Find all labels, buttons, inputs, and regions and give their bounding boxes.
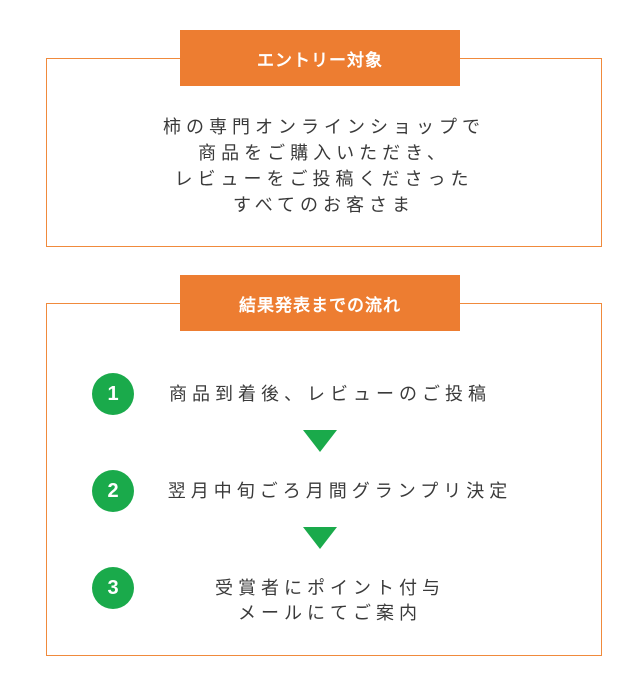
entry-line: 商品をご購入いただき、	[198, 143, 450, 164]
step-2-number: 2	[92, 470, 134, 512]
step-line: 受賞者にポイント付与	[215, 578, 445, 599]
entry-line: レビューをご投稿くださった	[174, 169, 474, 190]
down-arrow-icon	[303, 430, 337, 452]
step-line: メールにてご案内	[238, 603, 422, 624]
step-3-number: 3	[92, 567, 134, 609]
step-1-text: 商品到着後、レビューのご投稿	[140, 382, 520, 407]
entry-line: すべてのお客さま	[232, 195, 416, 216]
step-2-text: 翌月中旬ごろ月間グランプリ決定	[150, 479, 530, 504]
flow-title: 結果発表までの流れ	[180, 275, 460, 331]
down-arrow-icon	[303, 527, 337, 549]
entry-line: 柿の専門オンラインショップで	[163, 117, 485, 138]
step-line: 翌月中旬ごろ月間グランプリ決定	[167, 481, 513, 502]
step-line: 商品到着後、レビューのご投稿	[169, 384, 491, 405]
entry-title: エントリー対象	[180, 30, 460, 86]
entry-description: 柿の専門オンラインショップで 商品をご購入いただき、 レビューをご投稿くださった…	[46, 115, 602, 219]
step-3-text: 受賞者にポイント付与 メールにてご案内	[140, 576, 520, 626]
step-1-number: 1	[92, 373, 134, 415]
